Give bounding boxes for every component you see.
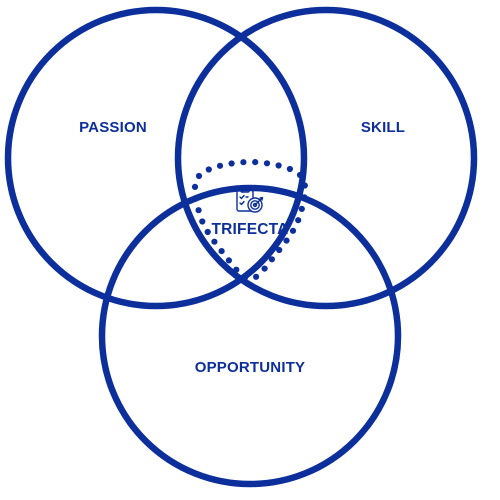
trifecta-dot: [286, 165, 293, 173]
trifecta-dot: [199, 218, 206, 225]
circle-opportunity: [98, 184, 402, 488]
trifecta-dot: [225, 257, 232, 264]
trifecta-dot: [301, 194, 308, 201]
trifecta-dot: [205, 166, 212, 173]
trifecta-dot: [192, 195, 199, 202]
trifecta-dot: [283, 237, 290, 244]
trifecta-dot: [253, 273, 260, 280]
trifecta-dot: [195, 172, 203, 180]
trifecta-dot: [228, 160, 235, 167]
label-opportunity: OPPORTUNITY: [195, 359, 306, 376]
trifecta-dot: [233, 266, 240, 273]
trifecta-dot: [268, 256, 275, 263]
trifecta-dot: [216, 162, 224, 169]
label-skill: SKILL: [361, 119, 405, 136]
trifecta-dot: [252, 159, 259, 166]
trifecta-dot: [204, 228, 211, 236]
trifecta-dot: [296, 171, 304, 179]
trifecta-dot: [241, 274, 249, 281]
trifecta-dot: [240, 159, 247, 166]
clipboard-target-icon: [236, 186, 264, 213]
trifecta-dot: [263, 160, 271, 167]
circle-passion: [4, 6, 308, 310]
trifecta-dot: [218, 248, 225, 255]
trifecta-dot: [295, 217, 302, 224]
trifecta-dot: [195, 207, 202, 214]
circle-skill: [174, 6, 478, 310]
trifecta-dot: [301, 182, 308, 189]
trifecta-dot: [298, 205, 305, 212]
trifecta-dot: [289, 227, 297, 234]
label-passion: PASSION: [79, 119, 147, 136]
trifecta-dot: [211, 238, 218, 245]
trifecta-dot: [275, 162, 282, 169]
trifecta-dotted-outline: [191, 159, 308, 281]
trifecta-label: TRIFECTA: [211, 221, 288, 238]
trifecta-dot: [276, 246, 283, 254]
trifecta-dot: [261, 265, 268, 272]
trifecta-dot: [191, 183, 199, 190]
